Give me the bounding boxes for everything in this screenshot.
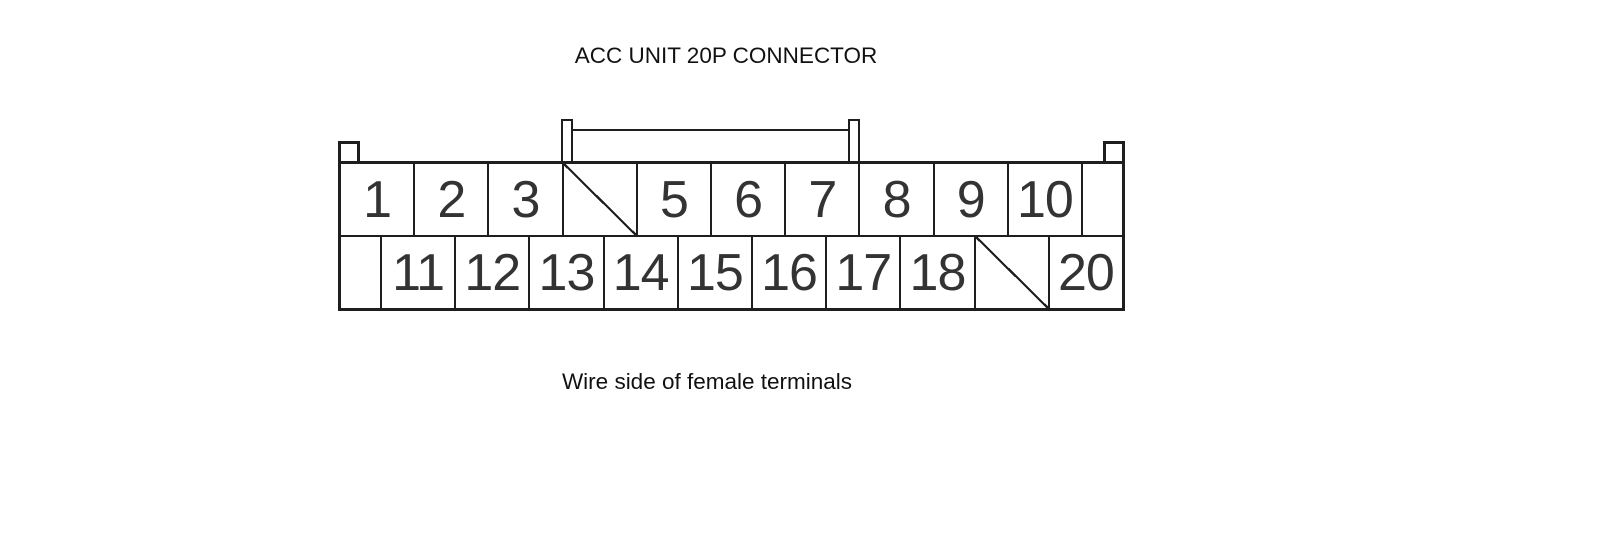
pin-cell-3: 3 [489, 164, 564, 235]
pin-cell-13: 13 [530, 237, 605, 308]
pin-cell-17: 17 [827, 237, 902, 308]
pin-number: 12 [464, 243, 521, 302]
pin-cell-8: 8 [860, 164, 935, 235]
pin-cell-20: 20 [1050, 237, 1122, 308]
blocked-cell [975, 237, 1050, 308]
pin-cell-7: 7 [786, 164, 861, 235]
blocked-cell [563, 164, 638, 235]
pin-row-bottom: 11 12 13 14 15 16 17 18 20 [341, 237, 1122, 308]
pin-number: 9 [956, 170, 986, 229]
spacer-cell [341, 237, 382, 308]
pin-number: 20 [1057, 243, 1115, 302]
pin-number: 18 [909, 243, 967, 302]
diagram-caption: Wire side of female terminals [561, 369, 853, 394]
pin-number: 5 [659, 170, 689, 229]
mount-tab-left [338, 141, 360, 161]
pin-number: 17 [835, 243, 892, 302]
pin-number: 10 [1017, 170, 1074, 229]
pin-number: 13 [538, 243, 596, 302]
pin-number: 11 [392, 243, 445, 302]
latch-post-left [561, 119, 573, 161]
pin-cell-10: 10 [1009, 164, 1084, 235]
pin-cell-12: 12 [456, 237, 531, 308]
pin-number: 2 [437, 170, 466, 229]
pin-number: 6 [734, 170, 763, 229]
mount-tab-right [1103, 141, 1125, 161]
pin-cell-18: 18 [901, 237, 976, 308]
latch-bar [573, 129, 848, 131]
pin-cell-1: 1 [341, 164, 416, 235]
pin-cell-9: 9 [935, 164, 1009, 235]
pin-number: 7 [808, 170, 837, 229]
pin-number: 3 [511, 170, 541, 229]
pin-cell-6: 6 [712, 164, 787, 235]
pin-number: 14 [612, 243, 670, 302]
pin-cell-2: 2 [415, 164, 490, 235]
diagram-title: ACC UNIT 20P CONNECTOR [574, 43, 878, 68]
pin-number: 15 [686, 243, 744, 302]
pin-number: 16 [761, 243, 818, 302]
pin-number: 1 [363, 170, 392, 229]
pin-cell-16: 16 [753, 237, 828, 308]
pin-cell-5: 5 [638, 164, 713, 235]
pin-number: 8 [882, 170, 912, 229]
latch-post-right [848, 119, 860, 161]
spacer-cell [1083, 164, 1122, 235]
pin-cell-14: 14 [605, 237, 679, 308]
pin-cell-11: 11 [382, 237, 457, 308]
pin-cell-15: 15 [679, 237, 753, 308]
